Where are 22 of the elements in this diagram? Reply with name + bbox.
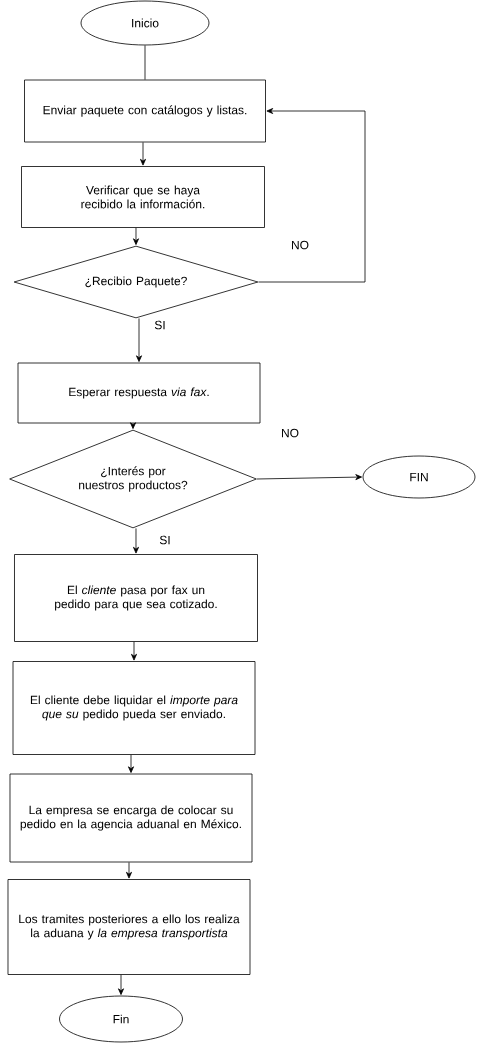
arrow [130,422,136,429]
arrow [118,974,124,995]
process-box: Enviar paquete con catálogos y listas. [24,79,266,143]
arrow [128,754,134,773]
arrow [126,862,132,879]
arrow [136,318,142,362]
edge-label: SI [158,534,172,546]
edge-label: NO [290,239,310,251]
edge-label: SI [153,319,167,331]
arrow [256,474,362,481]
arrow [258,108,366,283]
process-box: El cliente debe liquidar el importe para que su pedido pueda ser enviado. [12,661,256,755]
process-box: Verificar que se haya recibido la información. [21,166,265,228]
edge-label: NO [280,427,300,439]
process-box: Esperar respuesta via fax. [17,362,261,424]
process-box: El cliente pasa por fax un pedido para que sea cotizado. [14,554,258,642]
arrow [133,528,139,554]
arrow [131,641,137,661]
arrow [133,227,139,245]
arrow [140,142,146,166]
process-box: Los tramites posteriores a ello los realiza la aduana y la empresa transportista [7,879,251,975]
process-box: La empresa se encarga de colocar su pedido en la agencia aduanal en México. [9,773,253,863]
